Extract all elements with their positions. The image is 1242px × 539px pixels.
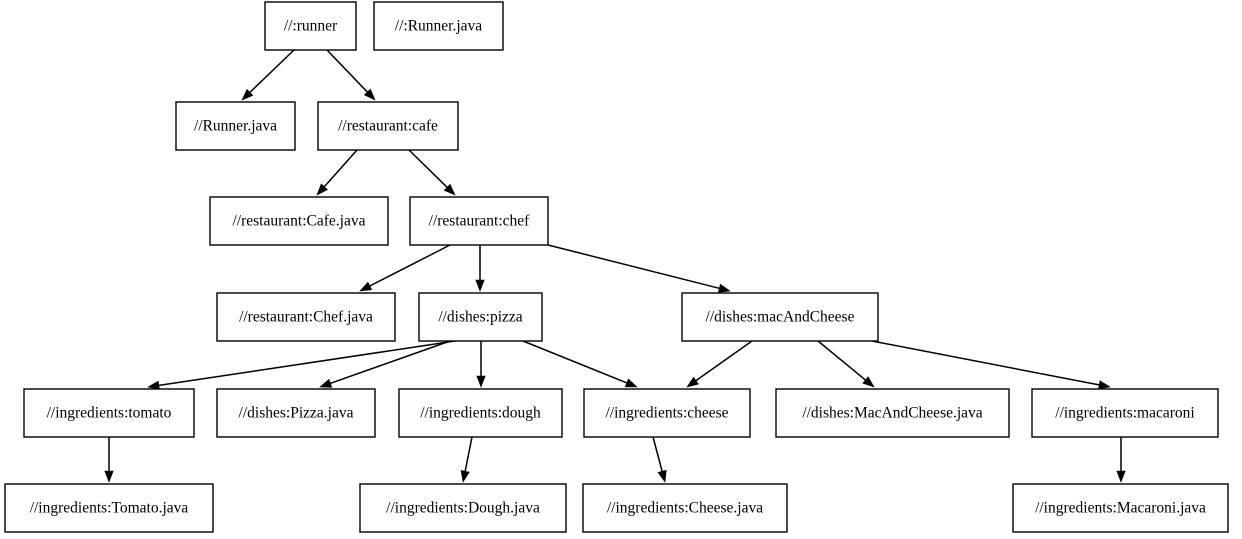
graph-edge	[1116, 437, 1126, 483]
graph-edge	[241, 49, 295, 101]
graph-edge	[522, 340, 638, 388]
node-label: //Runner.java	[194, 118, 277, 135]
node-label: //ingredients:Dough.java	[386, 500, 540, 517]
node-label: //:runner	[284, 18, 338, 35]
graph-node-pizza_java[interactable]: //dishes:Pizza.java	[216, 388, 376, 438]
graph-node-chef_java[interactable]: //restaurant:Chef.java	[216, 292, 396, 342]
graph-node-restaurant_cafe[interactable]: //restaurant:cafe	[317, 101, 459, 151]
graph-node-runner_java[interactable]: //Runner.java	[175, 101, 296, 151]
node-label: //restaurant:chef	[429, 213, 531, 230]
graph-node-runner[interactable]: //:runner	[264, 1, 357, 51]
node-label: //dishes:MacAndCheese.java	[802, 405, 982, 422]
graph-edge	[686, 340, 753, 388]
graph-edge	[104, 437, 114, 483]
graph-node-cheese_java[interactable]: //ingredients:Cheese.java	[582, 483, 788, 533]
graph-node-dishes_pizza[interactable]: //dishes:pizza	[418, 292, 543, 342]
graph-edge	[460, 436, 473, 483]
node-layer: //:runner //:Runner.java //Runner.java //re…	[4, 1, 1229, 533]
node-label: //ingredients:cheese	[605, 405, 728, 422]
node-label: //restaurant:Chef.java	[239, 309, 373, 326]
node-label: //dishes:pizza	[438, 309, 522, 326]
node-label: //restaurant:Cafe.java	[233, 213, 366, 230]
graph-node-macaroni_java[interactable]: //ingredients:Macaroni.java	[1012, 483, 1229, 533]
edge-layer	[104, 49, 1126, 483]
graph-node-runner_java_root[interactable]: //:Runner.java	[373, 1, 504, 51]
graph-node-ing_dough[interactable]: //ingredients:dough	[398, 388, 563, 438]
node-label: //:Runner.java	[395, 18, 483, 35]
graph-edge	[475, 245, 485, 292]
node-label: //dishes:Pizza.java	[239, 405, 354, 422]
graph-edge	[326, 49, 376, 101]
graph-node-tomato_java[interactable]: //ingredients:Tomato.java	[4, 483, 214, 533]
node-label: //ingredients:tomato	[47, 405, 172, 422]
graph-edge	[408, 149, 456, 196]
node-label: //restaurant:cafe	[338, 118, 438, 135]
graph-edge	[316, 149, 358, 196]
graph-edge	[871, 340, 1111, 390]
graph-edge	[817, 340, 875, 388]
graph-node-cafe_java[interactable]: //restaurant:Cafe.java	[209, 196, 389, 246]
graph-node-ing_tomato[interactable]: //ingredients:tomato	[23, 388, 195, 438]
graph-edge	[476, 341, 486, 388]
graph-edge	[147, 340, 456, 390]
node-label: //ingredients:dough	[420, 405, 541, 422]
graph-edge	[359, 244, 451, 292]
graph-node-mac_java[interactable]: //dishes:MacAndCheese.java	[775, 388, 1010, 438]
graph-node-ing_macaroni[interactable]: //ingredients:macaroni	[1031, 388, 1219, 438]
node-label: //ingredients:Cheese.java	[607, 500, 763, 517]
graph-node-dough_java[interactable]: //ingredients:Dough.java	[359, 483, 567, 533]
graph-node-restaurant_chef[interactable]: //restaurant:chef	[409, 196, 549, 246]
graph-node-ing_cheese[interactable]: //ingredients:cheese	[583, 388, 751, 438]
node-label: //ingredients:Macaroni.java	[1035, 500, 1206, 517]
node-label: //ingredients:Tomato.java	[30, 500, 189, 517]
graph-edge	[319, 340, 451, 388]
graph-edge	[547, 244, 731, 293]
graph-node-dishes_mac[interactable]: //dishes:macAndCheese	[681, 292, 879, 342]
node-label: //ingredients:macaroni	[1055, 405, 1195, 422]
graph-edge	[652, 436, 667, 483]
node-label: //dishes:macAndCheese	[706, 309, 855, 326]
